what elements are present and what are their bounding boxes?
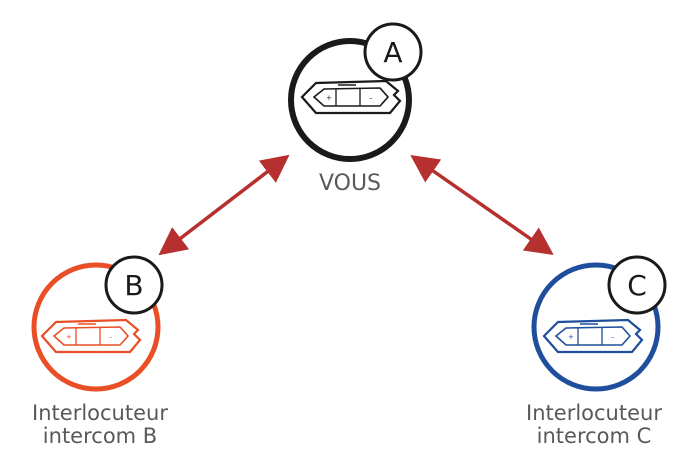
node-b-label: Interlocuteur intercom B bbox=[0, 401, 200, 449]
node-c-letter: C bbox=[627, 269, 647, 302]
node-b-label-line1: Interlocuteur bbox=[32, 401, 168, 425]
node-c: + – C bbox=[531, 255, 667, 392]
device-minus-label: – bbox=[611, 333, 615, 341]
node-a-badge bbox=[363, 22, 423, 82]
device-plus-label: + bbox=[326, 94, 332, 102]
headset-device-icon: + – bbox=[542, 318, 644, 354]
node-c-label-line1: Interlocuteur bbox=[526, 401, 662, 425]
connection-arrow-a-b bbox=[158, 154, 290, 256]
node-c-badge bbox=[607, 255, 667, 315]
node-a: + – A bbox=[288, 22, 423, 162]
node-a-label: VOUS bbox=[318, 171, 382, 196]
node-b-label-line2: intercom B bbox=[42, 424, 158, 449]
node-a-letter: A bbox=[383, 36, 402, 69]
node-b-badge bbox=[104, 255, 164, 315]
connection-arrow-a-c bbox=[410, 154, 554, 256]
device-minus-label: – bbox=[109, 333, 113, 341]
node-b-letter: B bbox=[124, 269, 143, 302]
headset-device-icon: + – bbox=[300, 79, 402, 115]
device-minus-label: – bbox=[369, 94, 373, 102]
device-plus-label: + bbox=[568, 333, 574, 341]
node-c-label-line2: intercom C bbox=[536, 424, 652, 449]
node-c-label: Interlocuteur intercom C bbox=[494, 401, 694, 449]
headset-device-icon: + – bbox=[40, 318, 142, 354]
device-plus-label: + bbox=[66, 333, 72, 341]
node-b: + – B bbox=[31, 255, 164, 392]
